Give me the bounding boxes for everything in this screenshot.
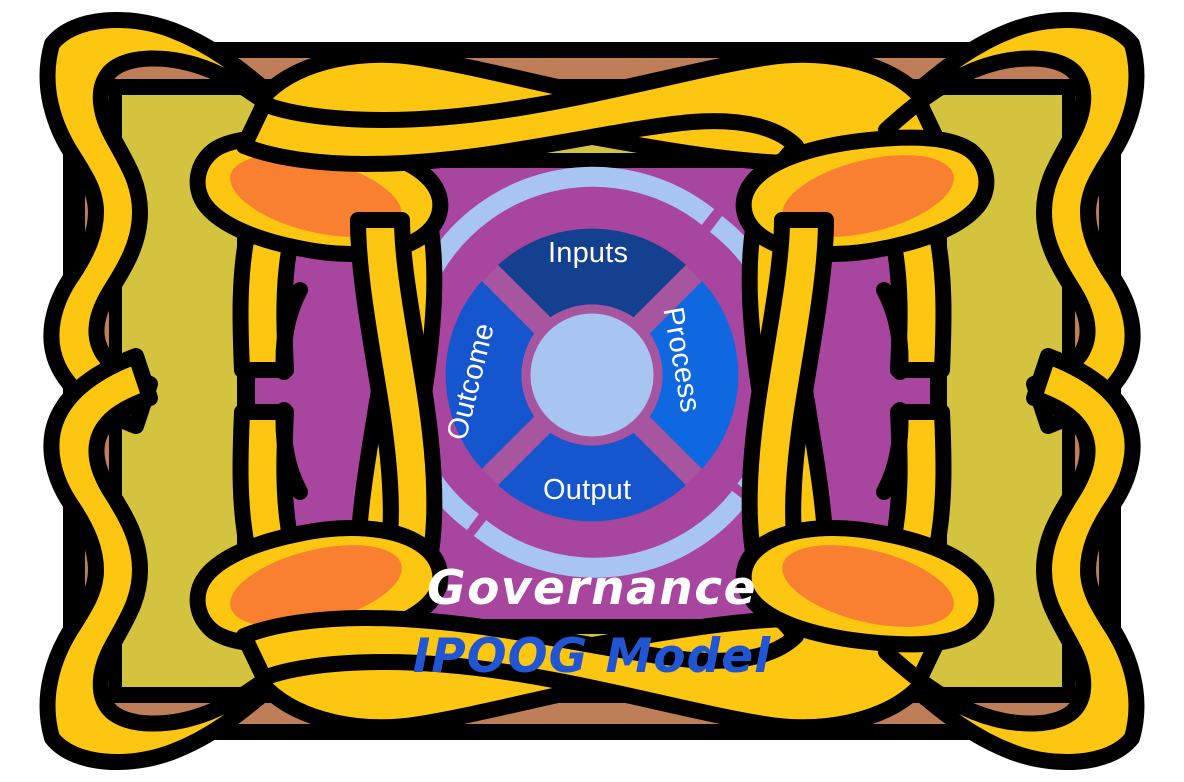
outer-ring-arc-top [425,166,715,273]
outer-ring-arc-bottom [473,490,748,578]
wheel-segment-inputs[interactable] [498,228,686,318]
governance-caption: Governance [427,561,757,616]
ipoog-wheel [388,166,799,578]
wheel-center-hub[interactable] [521,304,663,446]
wheel-segment-output[interactable] [498,432,686,522]
model-title-caption: IPOOG Model [412,629,772,684]
wheel-segment-process[interactable] [649,281,739,469]
wheel-segment-outcome[interactable] [445,281,535,469]
